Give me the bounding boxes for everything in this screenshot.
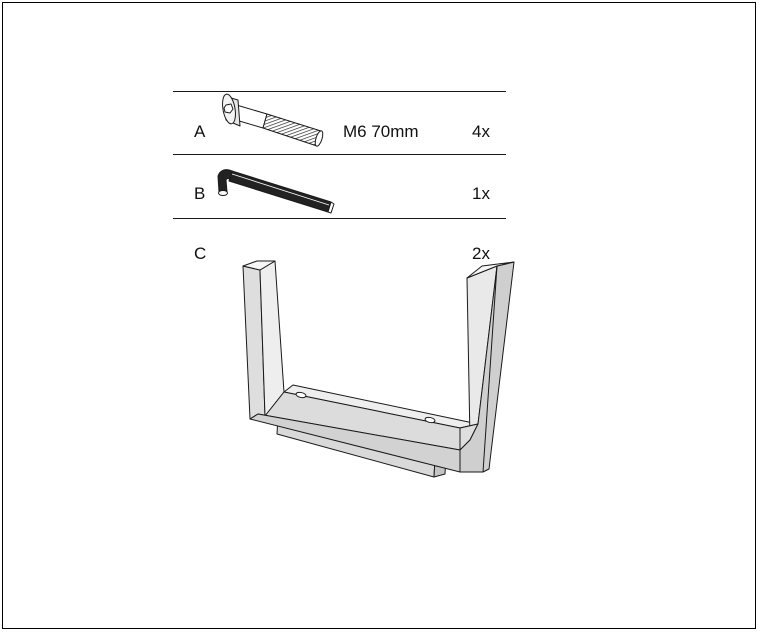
part-a-quantity: 4x	[472, 122, 490, 141]
part-a-spec: M6 70mm	[343, 122, 419, 141]
part-a-letter: A	[194, 122, 206, 141]
bolt-icon	[222, 93, 324, 147]
parts-table-top-rule	[173, 91, 506, 92]
part-c-quantity: 2x	[472, 244, 490, 263]
part-b-letter: B	[194, 184, 206, 203]
parts-table-rule-b-c	[173, 218, 506, 219]
part-c-letter: C	[194, 244, 207, 263]
part-b-quantity: 1x	[472, 184, 490, 203]
hex-key-icon	[217, 169, 335, 214]
u-frame-leg-icon	[242, 260, 515, 478]
parts-table-rule-a-b	[173, 154, 506, 155]
